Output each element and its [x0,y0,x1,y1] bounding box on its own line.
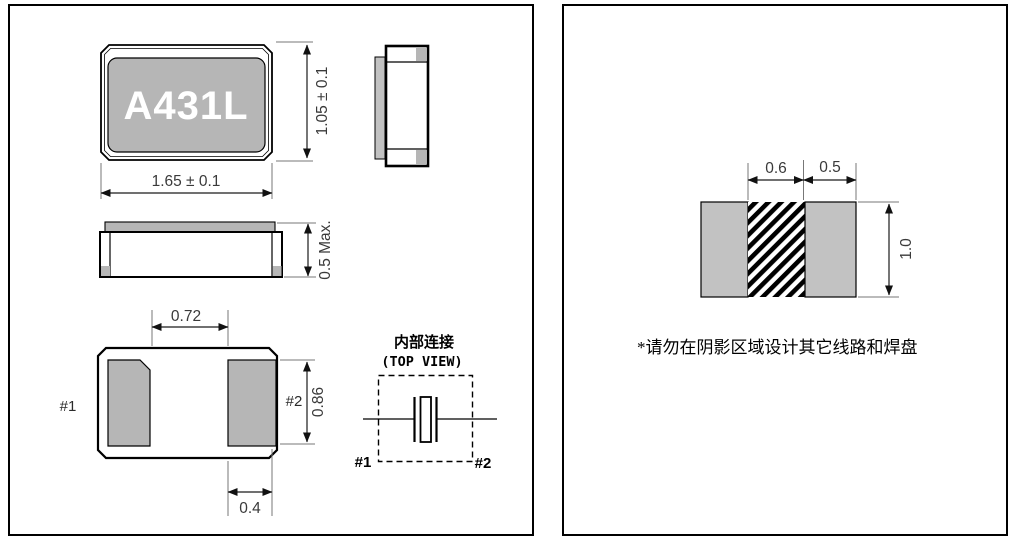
height-dim-label: 0.5 Max. [317,220,334,279]
front-view-body [99,231,283,278]
internal-pin1-label: #1 [355,454,372,471]
front-view: 0.5 Max. [99,220,334,280]
crystal-element [419,396,432,443]
land-pad-width-dim-label: 0.5 [819,159,841,176]
side-view-pad-bottom [416,150,426,164]
width-dim-label: 1.05 ± 0.1 [314,67,331,136]
side-view-pad-top [416,48,426,61]
bottom-view-pad2 [227,359,277,447]
internal-connection-diagram: 内部连接 (TOP VIEW) #1 #2 [355,333,497,472]
pad-length-dim-label: 0.86 [310,387,327,417]
right-panel-frame [562,4,1008,536]
side-view-lid [374,56,386,160]
length-dim-label: 1.65 ± 0.1 [152,173,221,190]
land-pad-left [700,201,749,298]
side-view-body [384,44,430,168]
keepout-width-dim-label: 0.6 [765,160,787,177]
pad2-label: #2 [286,393,303,410]
part-marking: A431L [123,84,248,128]
internal-connection-title: 内部连接 [394,333,454,351]
package-inner-outline [104,48,269,157]
front-view-pad-left [101,266,110,276]
top-view: A431L 1.65 ± 0.1 1.05 ± 0.1 [100,41,331,199]
bottom-view: 0.72 0.86 0.4 #1 #2 [60,308,327,517]
pad-gap-dim-label: 0.72 [171,308,201,325]
land-pad-height-dim-label: 1.0 [898,238,915,260]
pad-width-dim-label: 0.4 [239,500,261,517]
front-view-pad-right [272,266,282,276]
package-body [107,57,266,153]
internal-connection-subtitle: (TOP VIEW) [381,354,462,370]
land-pattern: 0.6 0.5 1.0 [700,159,915,298]
keepout-hatched-area [748,202,805,297]
pad1-label: #1 [60,398,77,415]
bottom-view-pad1 [107,359,151,447]
left-panel-frame [8,4,534,536]
side-view [374,44,430,168]
land-pad-right [804,201,857,298]
keepout-note: *请勿在阴影区域设计其它线路和焊盘 [637,338,918,357]
front-view-lid [104,221,276,233]
internal-pin2-label: #2 [475,455,492,472]
